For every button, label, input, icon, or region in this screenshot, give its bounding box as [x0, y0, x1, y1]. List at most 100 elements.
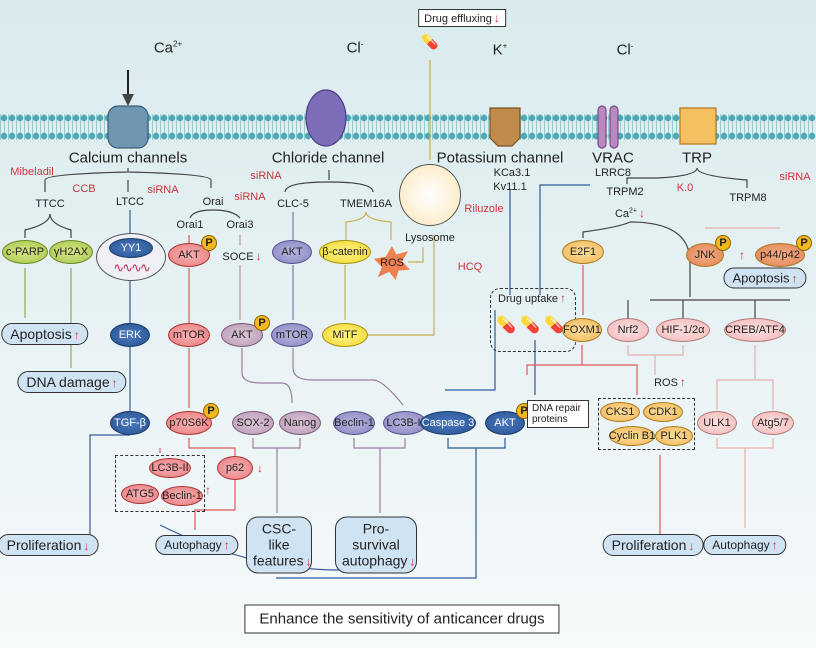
potassium-ion-label: K+: [492, 41, 508, 59]
dna-repair-proteins-box: DNA repair proteins: [527, 400, 589, 428]
clc5-label: CLC-5: [277, 198, 309, 210]
caspase-3-node: Caspase 3: [420, 411, 476, 435]
akt-node-clc5: AKT: [272, 240, 312, 264]
lc3b-ii-node: LC3B-II: [383, 411, 427, 435]
orai3-label: Orai3: [226, 219, 254, 231]
creb-atf4-node: CREB/ATF4: [724, 318, 786, 342]
kv111-label: Kv11.1: [493, 181, 527, 193]
drug-effluxing-box: Drug effluxing↓: [418, 9, 506, 27]
ros-increase-label: ROS↑: [654, 375, 686, 389]
drug-effluxing-label: Drug effluxing: [424, 13, 492, 25]
chloride-ion-label-vrac: Cl-: [616, 41, 634, 59]
proliferation-outcome-right: Proliferation↓: [602, 534, 704, 556]
p62-node: p62: [217, 456, 253, 480]
calcium-channels-label: Calcium channels: [68, 149, 188, 167]
autophagy-outcome-left: Autophagy↑: [155, 535, 239, 555]
proliferation-outcome-left: Proliferation↓: [0, 534, 99, 556]
c-parp-node: c-PARP: [2, 240, 48, 264]
gh2ax-node: γH2AX: [49, 240, 93, 264]
autophagy-outcome-right: Autophagy↑: [703, 535, 787, 555]
riluzole-inhibitor: Riluzole: [464, 203, 504, 215]
decrease-indicator: ↓: [257, 461, 263, 475]
potassium-channel-label: Potassium channel: [436, 149, 564, 167]
ccb-inhibitor: CCB: [72, 183, 96, 195]
lysosome-label: Lysosome: [405, 232, 455, 244]
erk-node: ERK: [110, 323, 150, 347]
sirna-trpm8-inhibitor: siRNA: [779, 171, 811, 183]
drug-capsule-icon: 💊: [421, 33, 439, 50]
plk1-node: PLK1: [655, 426, 693, 446]
calcium-channel-icon: [107, 105, 149, 149]
apoptosis-outcome-ttcc: Apoptosis↑: [1, 323, 89, 345]
increase-indicator: ↑: [739, 248, 745, 262]
beta-catenin-node: β-catenin: [319, 240, 371, 264]
hcq-inhibitor: HCQ: [457, 261, 483, 273]
phospho-badge: P: [201, 235, 217, 251]
phospho-badge: P: [203, 403, 219, 419]
beclin-1-node: Beclin-1: [333, 411, 375, 435]
drug-capsules-icon: 💊💊💊: [496, 317, 568, 334]
conclusion-box: Enhance the sensitivity of anticancer dr…: [244, 604, 560, 634]
mtor-node-clc5: mTOR: [271, 323, 313, 347]
tmem16a-label: TMEM16A: [340, 198, 392, 210]
drug-uptake-label: Drug uptake↑: [498, 291, 566, 305]
trp-channel-icon: [679, 107, 717, 145]
sirna-orai1-inhibitor: siRNA: [147, 184, 179, 196]
tgf-beta-node: TGF-β: [110, 411, 150, 435]
chloride-channel-icon: [305, 89, 347, 147]
vrac-channel-icon: [609, 105, 619, 149]
nanog-node: Nanog: [279, 411, 321, 435]
mibeladil-inhibitor: Mibeladil: [10, 166, 54, 178]
sox2-node: SOX-2: [232, 411, 274, 435]
phospho-badge: P: [715, 235, 731, 251]
orai-label: Orai: [202, 196, 224, 208]
ttcc-label: TTCC: [35, 198, 65, 210]
pro-survival-autophagy-outcome: Pro-survival autophagy↓: [335, 516, 417, 574]
nrf2-node: Nrf2: [607, 318, 649, 342]
orai1-label: Orai1: [176, 219, 204, 231]
phospho-badge: P: [796, 235, 812, 251]
cyclin-b1-node: Cyclin B1: [609, 426, 655, 446]
yy1-node: YY1: [109, 238, 153, 258]
csc-like-features-outcome: CSC-like features↓: [246, 516, 312, 574]
hif-node: HIF-1/2α: [656, 318, 710, 342]
dna-damage-outcome: DNA damage↑: [17, 371, 127, 393]
atg5-node: ATG5: [121, 484, 159, 504]
mitf-node: MiTF: [322, 323, 368, 347]
phospho-badge: P: [254, 315, 270, 331]
lrrc8-label: LRRC8: [594, 167, 632, 179]
potassium-channel-icon: [489, 107, 521, 147]
lysosome-icon: [399, 164, 461, 226]
decrease-indicator: ↓: [493, 11, 500, 25]
kca31-label: KCa3.1: [493, 167, 531, 179]
soce-label: SOCE↓: [222, 249, 262, 263]
dna-helix-icon: ∿∿∿∿: [113, 260, 151, 275]
beclin-1-node-autophagy: Beclin-1: [161, 486, 203, 506]
cks1-node: CKS1: [600, 402, 640, 422]
lc3b-ii-node-autophagy: LC3B-II: [149, 458, 191, 478]
ulk1-node: ULK1: [697, 411, 737, 435]
trpm8-label: TRPM8: [729, 192, 767, 204]
sirna-clc5-inhibitor: siRNA: [250, 170, 282, 182]
calcium-ion-label: Ca2+: [153, 39, 183, 57]
calcium-ion-intracellular: Ca2+↓: [614, 206, 646, 220]
k0-inhibitor: K.0: [676, 182, 694, 194]
e2f1-node: E2F1: [562, 240, 604, 264]
vrac-label: VRAC: [592, 149, 634, 167]
cdk1-node: CDK1: [643, 402, 683, 422]
increase-indicator: ↑: [205, 483, 211, 497]
foxm1-node: FOXM1: [562, 318, 602, 342]
autophagy-proteins-box: [115, 455, 205, 512]
atg5-7-node: Atg5/7: [752, 411, 794, 435]
trp-label: TRP: [682, 149, 712, 167]
chloride-ion-label: Cl-: [346, 39, 364, 57]
sirna-orai3-inhibitor: siRNA: [234, 191, 266, 203]
chloride-channel-label: Chloride channel: [271, 149, 385, 167]
ltcc-label: LTCC: [116, 196, 144, 208]
